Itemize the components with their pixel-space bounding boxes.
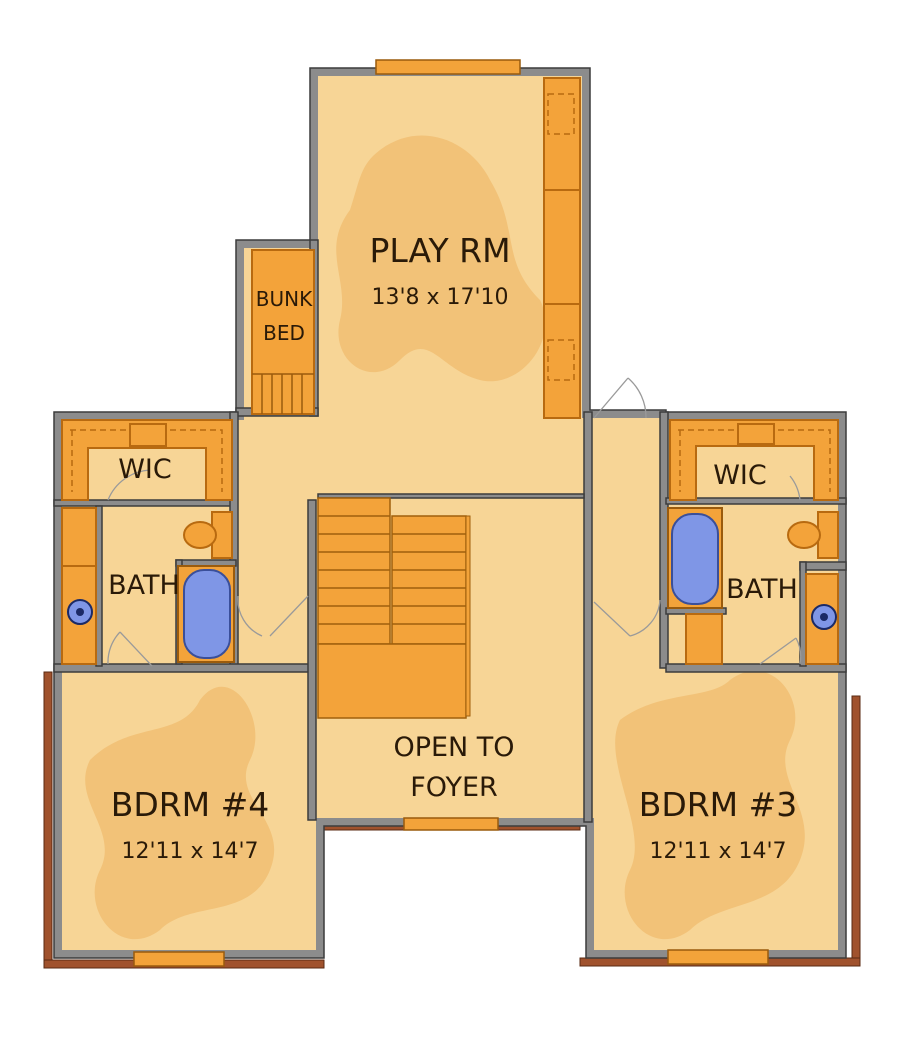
bunk-bed-label-2: BED bbox=[263, 321, 305, 345]
room-labels: PLAY RM 13'8 x 17'10 BUNK BED WIC WIC BA… bbox=[108, 231, 798, 864]
bdrm3-dims: 12'11 x 14'7 bbox=[649, 839, 786, 864]
open-foyer-label-2: FOYER bbox=[410, 772, 498, 803]
bdrm4-label: BDRM #4 bbox=[111, 785, 270, 824]
bath-left-label: BATH bbox=[108, 570, 180, 601]
bunk-bed bbox=[251, 249, 315, 415]
left-bath-fixtures bbox=[61, 507, 235, 665]
play-rm-label: PLAY RM bbox=[369, 231, 510, 270]
wic-left-label: WIC bbox=[118, 454, 172, 485]
left-wic-shelves bbox=[61, 419, 233, 501]
bdrm3-label: BDRM #3 bbox=[639, 785, 798, 824]
bath-right-label: BATH bbox=[726, 574, 798, 605]
right-bath-fixtures bbox=[667, 507, 839, 665]
door-swings bbox=[107, 377, 802, 667]
staircase bbox=[317, 497, 471, 719]
windows bbox=[133, 59, 769, 967]
open-foyer-label-1: OPEN TO bbox=[393, 732, 514, 763]
play-rm-dims: 13'8 x 17'10 bbox=[371, 285, 508, 310]
right-wic-shelves bbox=[669, 419, 839, 501]
floor-swirls bbox=[85, 135, 805, 940]
bunk-bed-label-1: BUNK bbox=[256, 287, 313, 311]
bdrm4-dims: 12'11 x 14'7 bbox=[121, 839, 258, 864]
wic-right-label: WIC bbox=[713, 460, 767, 491]
play-room-cabinets bbox=[543, 77, 581, 419]
